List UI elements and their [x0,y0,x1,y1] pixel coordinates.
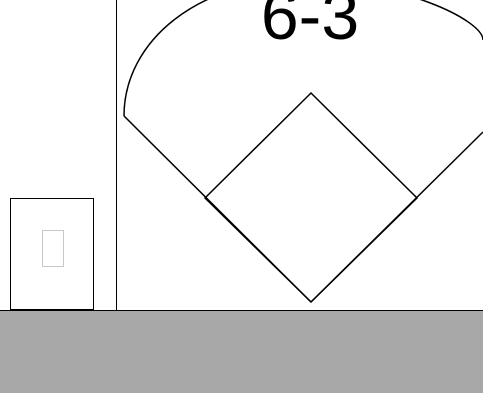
blank-card-icon [42,230,64,267]
vertical-divider [116,0,117,310]
play-result-label: 6-3 [210,0,410,50]
bottom-bar [0,310,483,393]
side-panel-card[interactable] [10,198,94,310]
infield-diamond [205,93,417,302]
